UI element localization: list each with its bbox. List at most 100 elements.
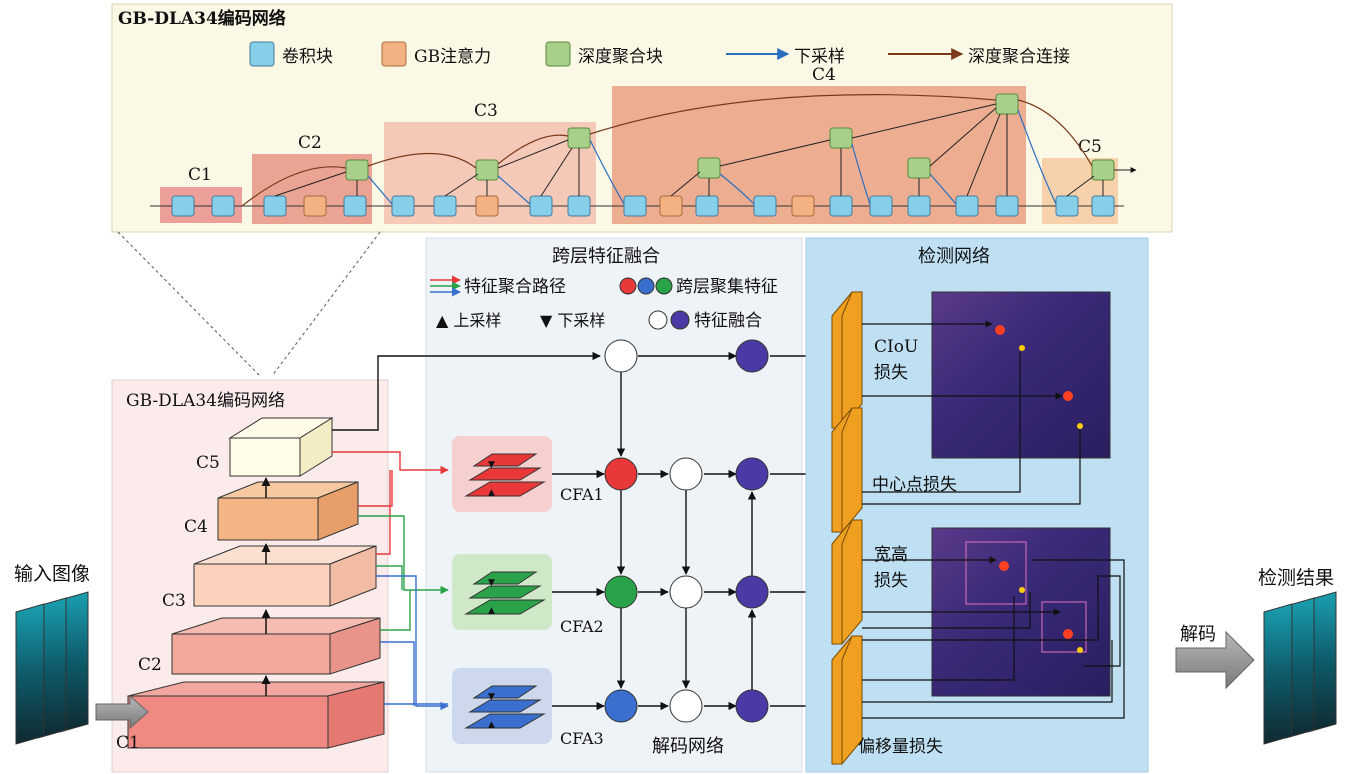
stage-label-c1: C1 — [188, 165, 212, 185]
top-dag-links — [241, 94, 1093, 207]
encoder-label-c2: C2 — [138, 655, 162, 675]
fuse-node-white — [669, 457, 703, 491]
legend-down-label2: ▼ 下采样 — [540, 311, 605, 330]
output-label: 检测结果 — [1258, 567, 1334, 589]
cfa-panel: 跨层特征融合 特征聚合路径 跨层聚集特征 ▲ 上采样 ▼ 下采样 特征融合 ▼ … — [425, 237, 803, 773]
legend-dagconn-label: 深度聚合连接 — [968, 47, 1070, 67]
fuse-node-purple — [735, 457, 769, 491]
layer-c5 — [228, 417, 334, 477]
encoder-label-c3: C3 — [162, 591, 186, 611]
svg-text:▼: ▼ — [488, 460, 495, 470]
dag-block — [567, 127, 591, 149]
layer-c2 — [171, 617, 381, 675]
encoder-label-c4: C4 — [184, 517, 208, 537]
cfa3-label: CFA3 — [560, 729, 604, 748]
svg-text:▼: ▼ — [488, 692, 495, 702]
conv-block — [529, 195, 553, 217]
heat-spot — [1077, 647, 1083, 653]
heat-spot — [995, 325, 1005, 335]
conv-block — [343, 195, 367, 217]
conv-block — [907, 195, 931, 217]
fuse-node-white — [669, 689, 703, 723]
stage-label-c2: C2 — [298, 133, 322, 153]
cfa2-module: ▼ ▲ — [452, 554, 552, 630]
c5-to-top-route — [332, 351, 601, 431]
legend-conv-label: 卷积块 — [282, 47, 333, 67]
input-images: 输入图像 — [14, 563, 149, 745]
encoder-label-c5: C5 — [196, 453, 220, 473]
fuse-node-purple — [735, 689, 769, 723]
cfa1-label: CFA1 — [560, 485, 604, 504]
decoder-nodes — [604, 339, 769, 723]
layer-c3 — [193, 545, 377, 607]
gb-block — [791, 195, 815, 217]
legend-white-circle — [648, 310, 668, 330]
top-legend: 卷积块 GB注意力 深度聚合块 下采样 深度聚合连接 — [249, 41, 1070, 67]
loss-offset-label: 偏移量损失 — [858, 737, 943, 757]
conv-block — [869, 195, 893, 217]
top-blocks — [171, 195, 1115, 217]
agg-node-green — [604, 575, 638, 609]
dag-block — [1091, 159, 1115, 181]
input-label: 输入图像 — [14, 563, 90, 585]
detect-title: 检测网络 — [918, 246, 990, 267]
layer-c1 — [127, 681, 385, 749]
legend-blue-circle — [637, 277, 655, 295]
top-panel-title: GB-DLA34编码网络 — [118, 8, 286, 29]
loss-wh-label: 宽高 — [874, 545, 908, 565]
encoder-title: GB-DLA34编码网络 — [126, 391, 285, 411]
heat-spot — [1019, 587, 1025, 593]
encoder-label-c1: C1 — [116, 733, 140, 753]
dag-block — [697, 157, 721, 179]
svg-text:▲: ▲ — [488, 606, 495, 616]
dag-block — [995, 93, 1019, 115]
heat-spot — [1063, 629, 1073, 639]
fuse-node-purple — [735, 339, 769, 373]
cfa-input-paths — [332, 451, 449, 711]
legend-red-circle — [619, 277, 637, 295]
heat-spot — [1063, 391, 1073, 401]
gb-block — [659, 195, 683, 217]
agg-node-red — [604, 457, 638, 491]
cfa-title: 跨层特征融合 — [552, 246, 660, 267]
fuse-node-white — [669, 575, 703, 609]
decode-stage: 解码 — [1175, 624, 1255, 690]
bbox-overlay — [965, 541, 1027, 605]
conv-block — [567, 195, 591, 217]
encoder-panel: GB-DLA34编码网络 — [111, 379, 389, 773]
gb-block — [475, 195, 499, 217]
svg-text:▼: ▼ — [488, 578, 495, 588]
loss-ciou-label: CIoU — [874, 337, 918, 357]
conv-block — [955, 195, 979, 217]
conv-block — [695, 195, 719, 217]
conv-block — [391, 195, 415, 217]
conv-block — [623, 195, 647, 217]
conv-block — [753, 195, 777, 217]
conv-block — [433, 195, 457, 217]
detection-panel: 检测网络 — [805, 237, 1149, 773]
loss-center-label: 中心点损失 — [872, 475, 957, 495]
decoder-label: 解码网络 — [652, 736, 724, 757]
svg-text:▲: ▲ — [488, 488, 495, 498]
legend-green-circle — [655, 277, 673, 295]
conv-block — [995, 195, 1019, 217]
top-encoder-panel: GB-DLA34编码网络 卷积块 GB注意力 深度聚合块 下采样 深度聚合连接 … — [111, 3, 1173, 233]
conv-block — [263, 195, 287, 217]
heatmap-image-top — [931, 291, 1111, 459]
agg-node-blue — [604, 689, 638, 723]
svg-text:▲: ▲ — [488, 720, 495, 730]
legend-agg-label: 跨层聚集特征 — [676, 277, 778, 297]
conv-block — [1091, 195, 1115, 217]
legend-gb-label: GB注意力 — [414, 47, 491, 67]
bbox-overlay — [1041, 601, 1087, 653]
legend-dag-swatch — [545, 41, 571, 67]
conv-block — [1055, 195, 1079, 217]
conv-block — [829, 195, 853, 217]
top-agg-blocks — [345, 93, 1115, 181]
stage-label-c5: C5 — [1078, 137, 1102, 157]
loss-lines — [862, 320, 1125, 719]
decode-label: 解码 — [1180, 624, 1216, 645]
input-image-front — [15, 603, 45, 745]
stage-label-c4: C4 — [812, 65, 836, 85]
heat-spot — [1077, 423, 1083, 429]
